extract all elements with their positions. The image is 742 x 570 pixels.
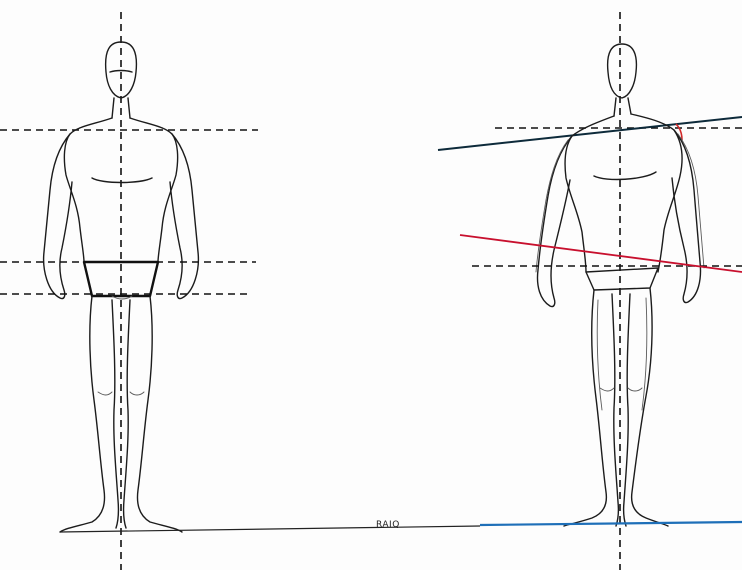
right-figure-leg-right <box>624 288 668 526</box>
left-figure <box>0 12 258 570</box>
right-figure <box>438 12 742 570</box>
left-face-line <box>110 71 132 73</box>
right-chest-line <box>594 172 656 179</box>
right-pelvis <box>586 268 658 290</box>
right-knees <box>600 388 642 391</box>
left-chest-line <box>92 178 152 183</box>
left-figure-leg-right <box>124 296 182 532</box>
right-head <box>608 44 637 98</box>
ground-line <box>60 526 480 532</box>
left-knees <box>98 392 144 395</box>
right-ground-tilt-line <box>480 522 742 525</box>
left-figure-leg-left <box>60 296 118 532</box>
right-figure-arm-right <box>672 130 701 303</box>
left-figure-arm-left <box>44 134 72 299</box>
right-leg-sketch-lines <box>597 298 647 410</box>
right-shoulder-tilt-line <box>438 117 742 150</box>
right-neck <box>614 98 631 116</box>
right-figure-arm-left-sketch <box>536 140 568 272</box>
artist-signature: RAIQ <box>376 520 400 530</box>
right-figure-leg-left <box>564 290 618 526</box>
left-figure-arm-right <box>170 134 198 299</box>
right-torso <box>565 114 682 272</box>
